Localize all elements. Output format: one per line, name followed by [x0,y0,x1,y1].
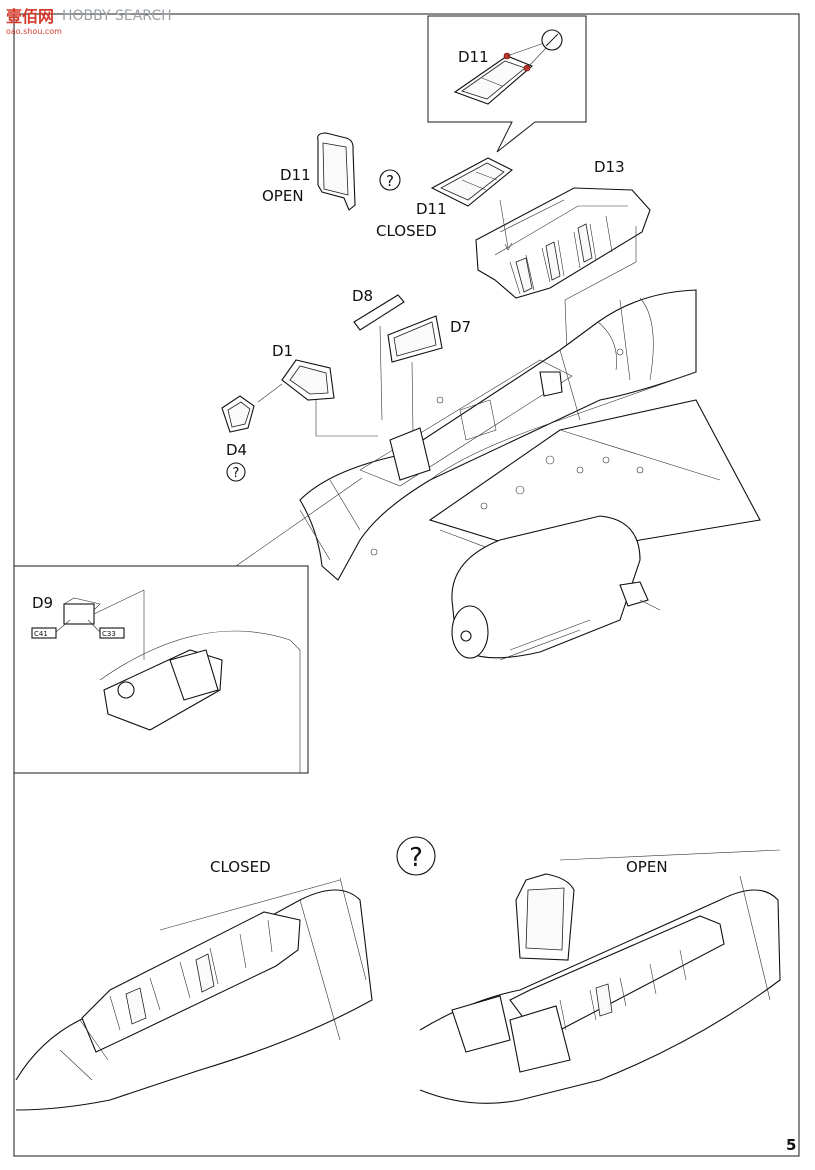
svg-text:?: ? [409,843,423,873]
watermark-domain: oao.shou.com [6,27,62,36]
option-question-icon-d4 [226,462,246,482]
d11-detail-inset: D11 [427,15,587,153]
svg-text:?: ? [233,466,240,481]
watermark-site: HOBBY SEARCH [62,8,172,24]
d4-part: D4 ? [221,395,255,482]
d11-closed-part: D11 CLOSED [376,157,514,240]
label-d9: D9 [32,594,53,612]
label-d11-closed-state: CLOSED [376,222,437,240]
svg-text:?: ? [386,172,394,190]
label-d13: D13 [594,158,625,176]
watermark-logo: 壹佰网 [6,7,54,26]
watermark: 壹佰网 HOBBY SEARCH oao.shou.com [6,7,172,36]
label-c41: C41 [34,630,48,638]
d9-detail-inset: D9 C41 C33 [14,565,309,774]
d7-part: D7 [387,315,471,433]
label-closed-view: CLOSED [210,858,271,876]
d1-part: D1 [257,342,378,437]
label-d1: D1 [272,342,293,360]
page-frame [13,13,800,1157]
option-question-icon-top: ? [379,169,401,191]
label-d8: D8 [352,287,373,305]
page-number: 5 [786,1136,796,1154]
d13-canopy-part: D13 [475,158,651,383]
label-d11-open-part: D11 [280,166,311,184]
label-open-view: OPEN [626,858,668,876]
label-d11-open-state: OPEN [262,187,304,205]
label-d11-closed-part: D11 [416,200,447,218]
label-c33: C33 [102,630,116,638]
option-question-icon-bottom: ? [396,836,436,876]
label-d7: D7 [450,318,471,336]
closed-canopy-view: CLOSED [15,858,373,1111]
d11-open-part: D11 OPEN [262,132,356,211]
fuselage-assembly [299,289,761,661]
d8-part: D8 [352,287,405,421]
label-d4: D4 [226,441,247,459]
open-canopy-view: OPEN [419,849,781,1104]
label-d11-inset: D11 [458,48,489,66]
